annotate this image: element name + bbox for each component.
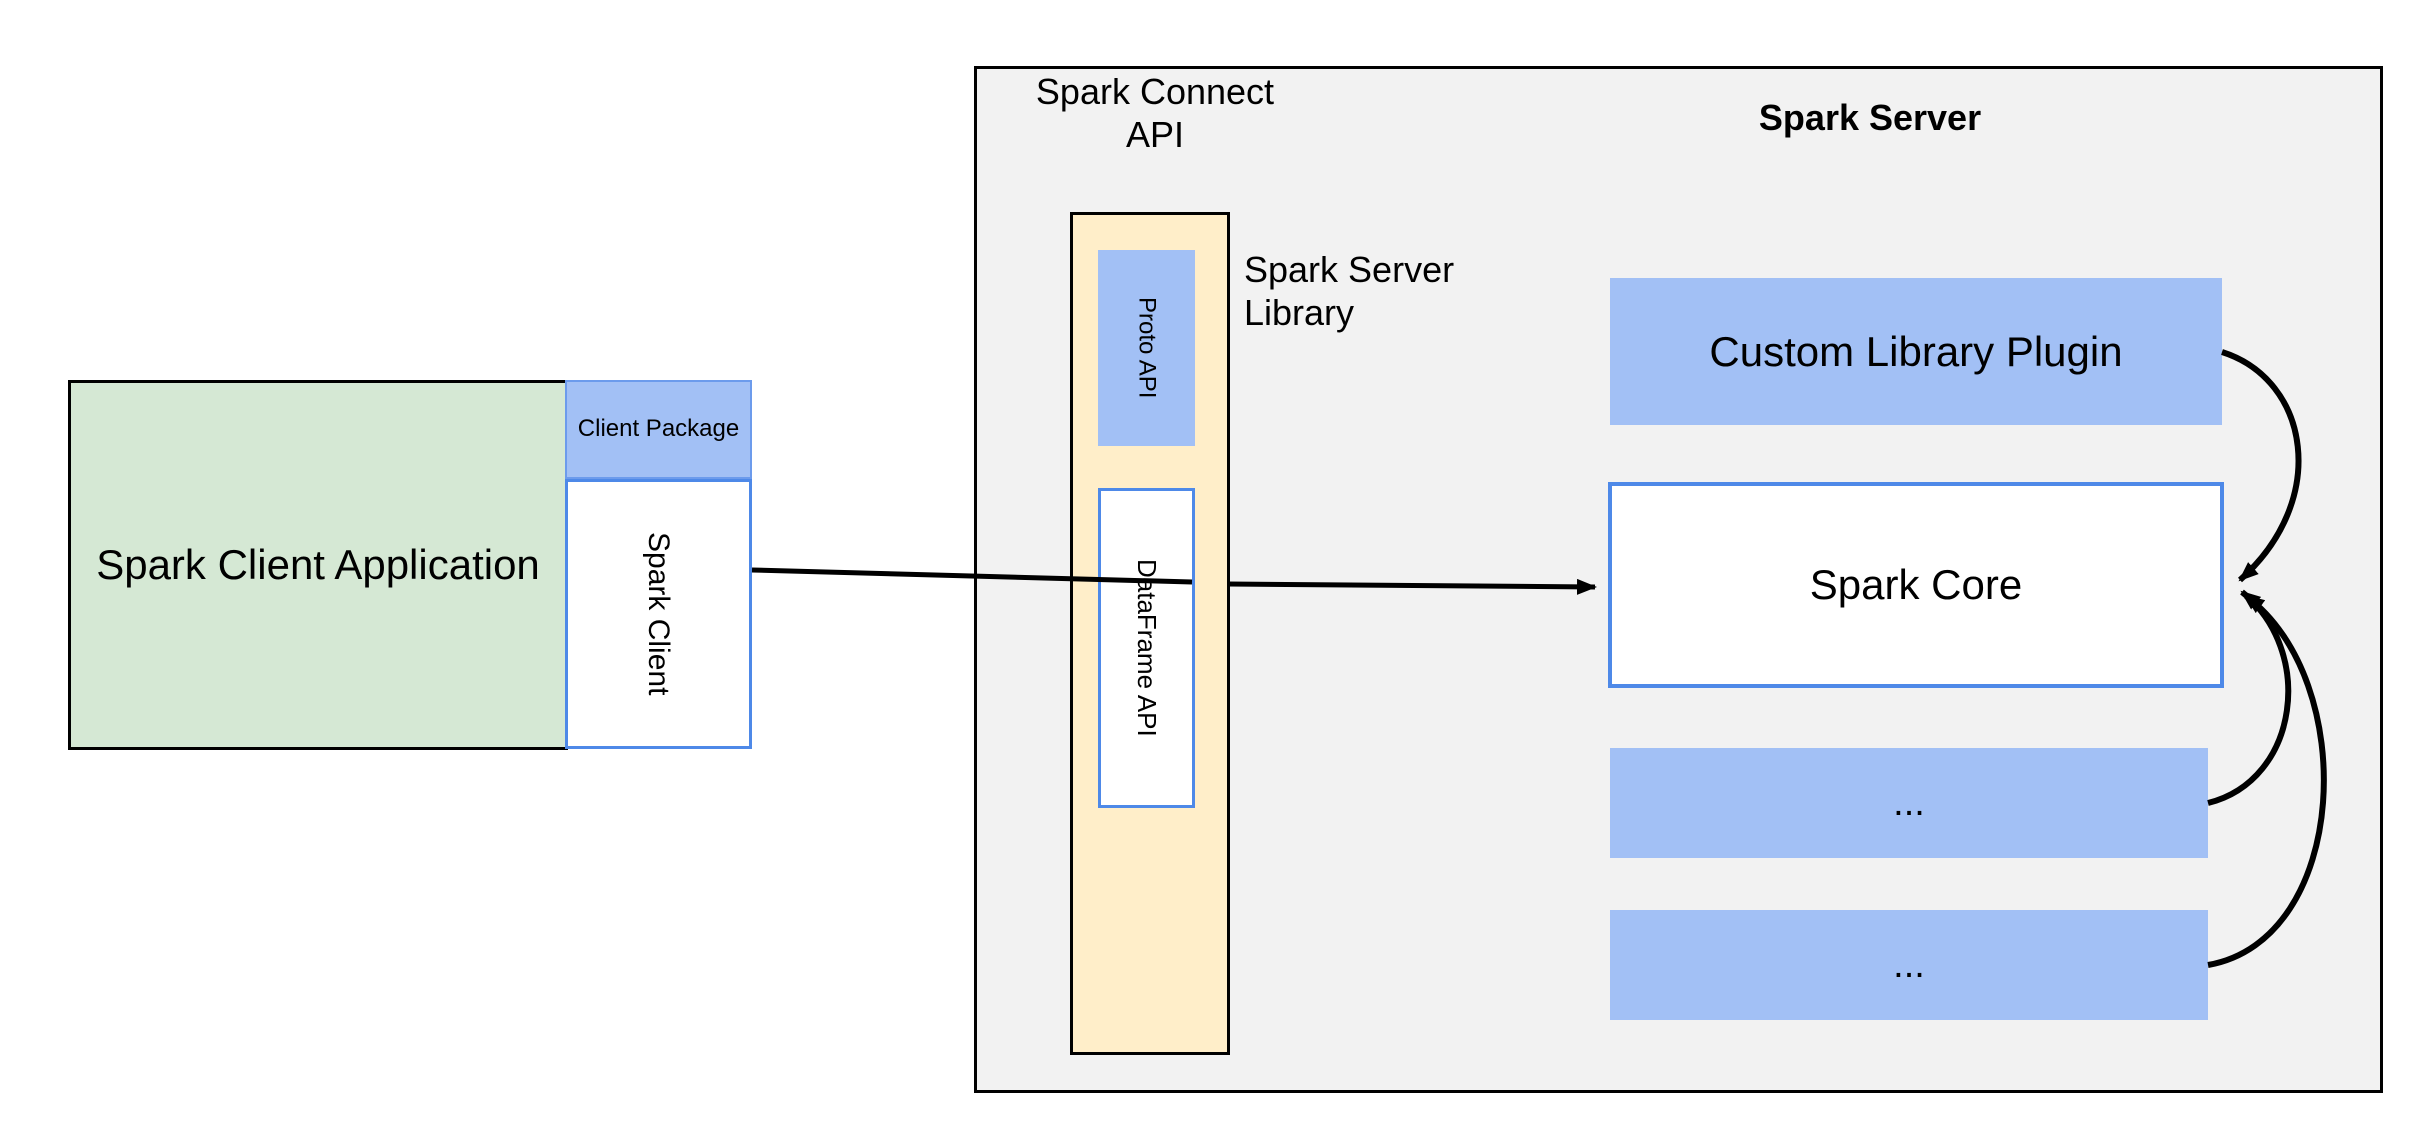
proto-api-label: Proto API — [1133, 297, 1161, 399]
spark-client-application-label: Spark Client Application — [96, 541, 540, 589]
spark-server-library-label: Spark Server Library — [1244, 249, 1455, 334]
dataframe-api-box[interactable]: DataFrame API — [1098, 488, 1195, 808]
spark-connect-api-label: Spark Connect API — [1035, 71, 1275, 156]
spark-client-label: Spark Client — [642, 532, 676, 696]
spark-server-title: Spark Server — [1758, 97, 1982, 138]
ellipsis-box-1[interactable]: ... — [1610, 748, 2208, 858]
spark-client-application-box[interactable]: Spark Client Application — [68, 380, 568, 750]
client-package-label: Client Package — [577, 415, 740, 443]
spark-core-box[interactable]: Spark Core — [1608, 482, 2224, 688]
spark-client-box[interactable]: Spark Client — [565, 479, 752, 749]
custom-library-plugin-box[interactable]: Custom Library Plugin — [1610, 278, 2222, 425]
client-package-box[interactable]: Client Package — [565, 380, 752, 479]
ellipsis-box-2[interactable]: ... — [1610, 910, 2208, 1020]
ellipsis-box-2-label: ... — [1893, 943, 1925, 986]
spark-core-label: Spark Core — [1809, 561, 2023, 609]
custom-library-plugin-label: Custom Library Plugin — [1709, 327, 2123, 375]
proto-api-box[interactable]: Proto API — [1098, 250, 1195, 446]
ellipsis-box-1-label: ... — [1893, 781, 1925, 824]
dataframe-api-label: DataFrame API — [1131, 559, 1162, 737]
